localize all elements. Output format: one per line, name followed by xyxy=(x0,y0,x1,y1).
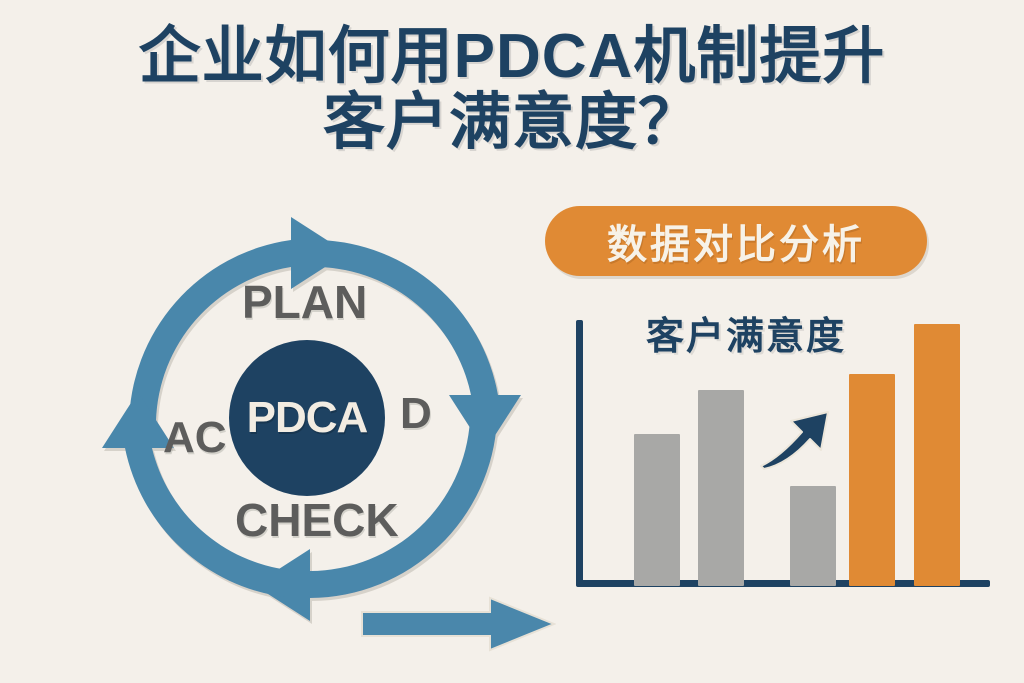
arc-arrow-check xyxy=(254,420,497,621)
table-row xyxy=(914,324,960,586)
section-badge-label: 数据对比分析 xyxy=(607,223,865,267)
table-row xyxy=(634,434,680,586)
satisfaction-bar-chart: 客户满意度 xyxy=(560,300,990,600)
cycle-arrow-group xyxy=(102,217,521,621)
flow-arrow-right-icon xyxy=(361,596,556,652)
section-badge: 数据对比分析 xyxy=(545,206,927,276)
table-row xyxy=(698,390,744,586)
title-line-1: 企业如何用PDCA机制提升 xyxy=(138,22,886,91)
table-row xyxy=(849,374,895,586)
pdca-core-circle: PDCA xyxy=(229,340,385,496)
arc-arrow-do xyxy=(319,240,521,451)
pdca-arrows-svg xyxy=(102,217,521,621)
cycle-label-plan: PLAN xyxy=(242,276,368,328)
title-line-2: 客户满意度？ xyxy=(322,87,701,157)
pdca-cycle-diagram: PLAN D CHECK AC PDCA xyxy=(95,195,525,625)
cycle-label-act: AC xyxy=(163,413,227,462)
chart-title: 客户满意度 xyxy=(646,316,847,358)
arc-arrow-plan xyxy=(129,217,347,425)
chart-y-axis xyxy=(576,320,583,586)
cycle-label-check: CHECK xyxy=(235,494,399,546)
cycle-label-do: D xyxy=(400,389,432,438)
table-row xyxy=(790,486,836,586)
arc-arrow-act xyxy=(102,392,289,597)
pdca-core-label: PDCA xyxy=(246,393,369,442)
upward-trend-arrow-icon xyxy=(760,411,829,470)
chart-x-axis xyxy=(576,580,990,587)
page-title: 企业如何用PDCA机制提升 客户满意度？ xyxy=(0,24,1024,155)
